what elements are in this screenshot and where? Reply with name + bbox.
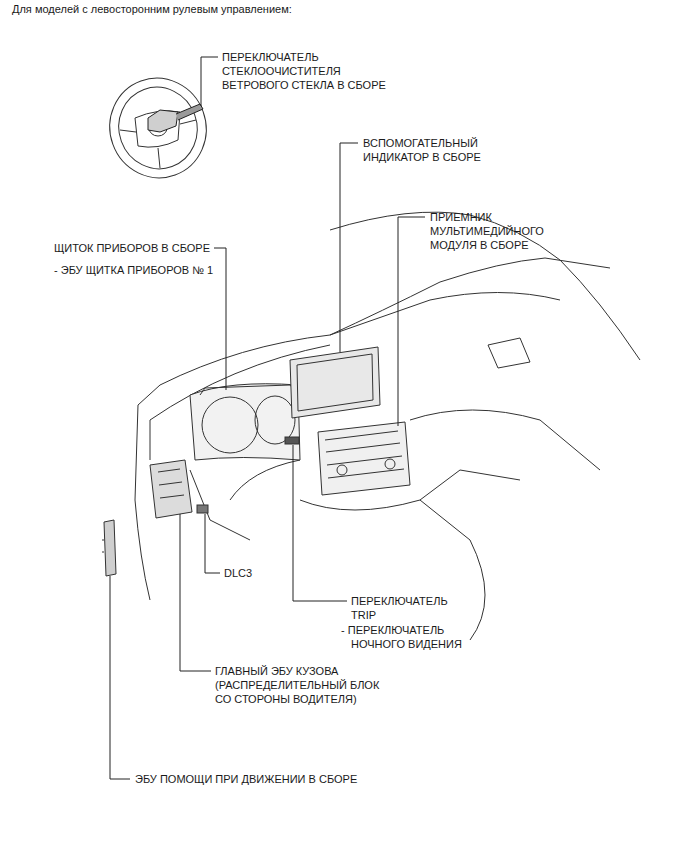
part-label: ЭБУ ПОМОЩИ ПРИ ДВИЖЕНИИ В СБОРЕ — [135, 772, 357, 786]
steering-wheel — [96, 65, 220, 192]
main-body-ecu — [150, 460, 192, 518]
part-label: ВСПОМОГАТЕЛЬНЫЙ ИНДИКАТОР В СБОРЕ — [363, 136, 495, 164]
part-label: ГЛАВНЫЙ ЭБУ КУЗОВА (РАСПРЕДЕЛИТЕЛЬНЫЙ БЛ… — [215, 664, 397, 706]
sub-part-label: - ПЕРЕКЛЮЧАТЕЛЬ НОЧНОГО ВИДЕНИЯ — [341, 623, 489, 651]
multi-display — [290, 347, 380, 418]
driving-support-ecu — [102, 520, 116, 576]
multimedia-receiver — [318, 422, 410, 495]
dlc3-connector — [197, 505, 208, 513]
part-label: DLC3 — [224, 566, 252, 580]
wiper-switch — [148, 104, 203, 132]
part-label: ПЕРЕКЛЮЧАТЕЛЬ СТЕКЛООЧИСТИТЕЛЯ ВЕТРОВОГО… — [222, 50, 394, 92]
page-title: Для моделей с левосторонним рулевым упра… — [12, 2, 292, 16]
trip-switch — [285, 437, 299, 444]
combination-meter — [190, 384, 300, 460]
sub-part-label: - ЭБУ ЩИТКА ПРИБОРОВ № 1 — [54, 263, 213, 277]
part-label: ПРИЕМНИК МУЛЬТИМЕДИЙНОГО МОДУЛЯ В СБОРЕ — [430, 210, 558, 252]
part-label: ПЕРЕКЛЮЧАТЕЛЬ TRIP — [351, 594, 463, 622]
dashboard-outline — [135, 212, 640, 640]
part-label: ЩИТОК ПРИБОРОВ В СБОРЕ — [54, 241, 210, 255]
leader-lines — [110, 57, 425, 779]
